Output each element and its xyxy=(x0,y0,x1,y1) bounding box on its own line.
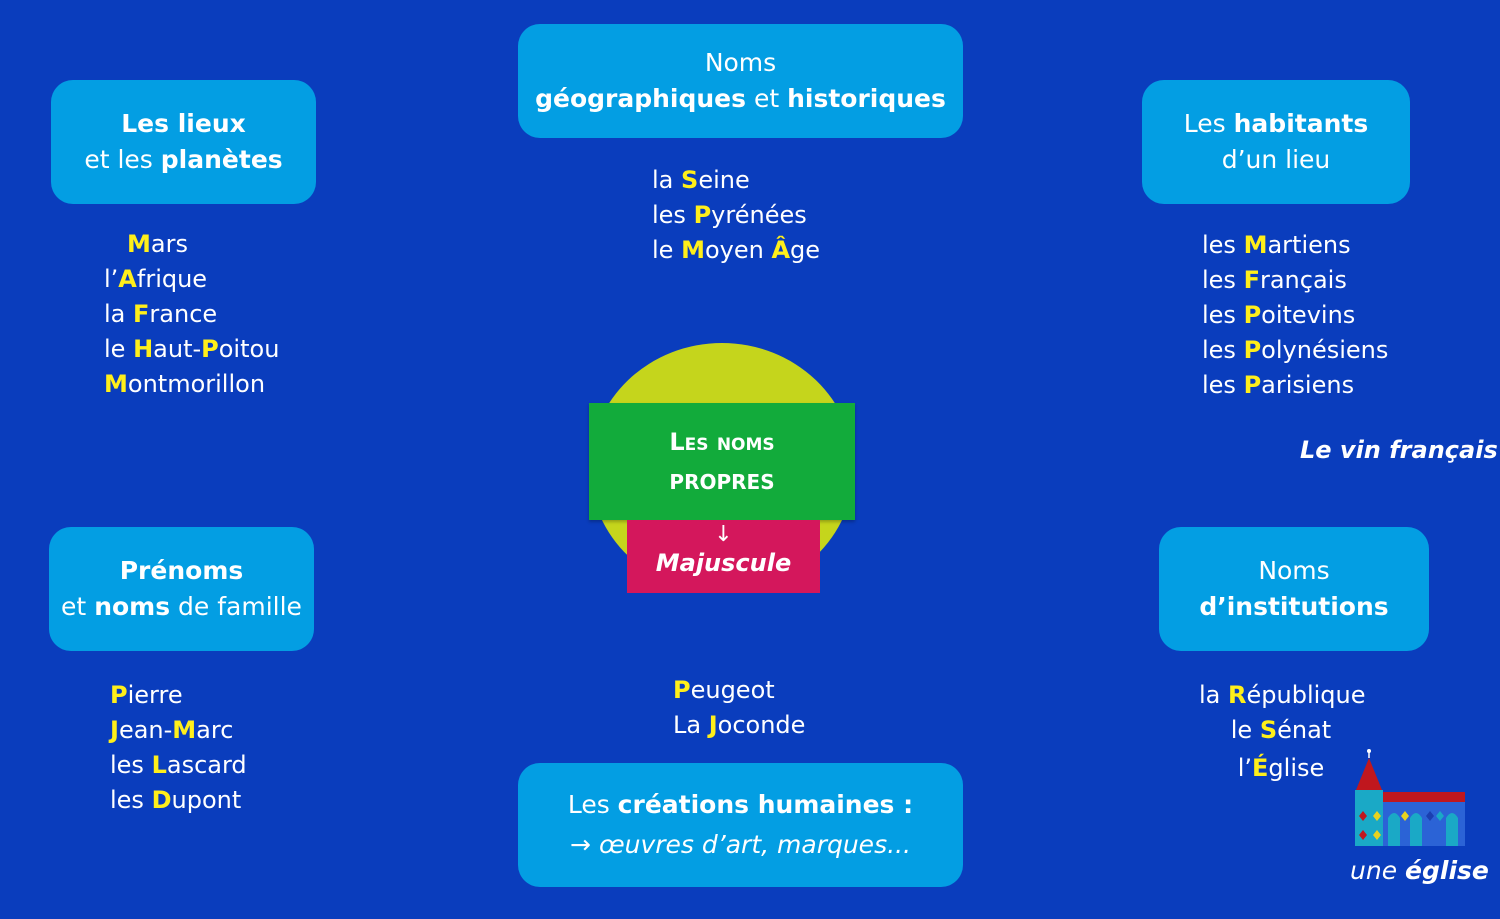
box-institutions-subtitle: d’institutions xyxy=(1199,592,1389,621)
list-item: le Moyen Âge xyxy=(652,236,821,264)
list-item: Peugeot xyxy=(673,676,775,704)
list-item: Pierre xyxy=(110,681,183,709)
list-item: les Martiens xyxy=(1202,231,1351,259)
box-prenoms-subtitle: et noms de famille xyxy=(61,592,302,621)
list-item: l’Afrique xyxy=(104,265,208,293)
box-lieux-subtitle: et les planètes xyxy=(84,145,283,174)
box-creations: Les créations humaines : → œuvres d’art,… xyxy=(518,763,963,887)
list-item: le Sénat xyxy=(1230,716,1332,744)
box-creations-subtitle: → œuvres d’art, marques... xyxy=(570,830,911,859)
center-title-line1: Les noms xyxy=(669,427,775,456)
list-item: les Polynésiens xyxy=(1202,336,1389,364)
down-arrow-icon: ↓ xyxy=(714,522,733,547)
list-lieux: Mars l’Afrique la France le Haut-Poitou … xyxy=(104,227,279,402)
list-item: les Français xyxy=(1202,266,1347,294)
box-geo: Noms géographiques et historiques xyxy=(518,24,963,138)
box-creations-title: Les créations humaines : xyxy=(567,790,914,819)
box-geo-title: Noms xyxy=(704,48,777,77)
list-item: les Parisiens xyxy=(1202,371,1355,399)
list-item: Montmorillon xyxy=(104,370,266,398)
box-institutions: Noms d’institutions xyxy=(1159,527,1429,651)
box-habitants-title: Les habitants xyxy=(1183,109,1369,138)
box-habitants: Les habitants d’un lieu xyxy=(1142,80,1410,204)
list-prenoms: Pierre Jean-Marc les Lascard les Dupont xyxy=(110,678,247,818)
majuscule-label: Majuscule xyxy=(655,549,792,577)
list-item: le Haut-Poitou xyxy=(104,335,280,363)
list-item: l’Église xyxy=(1237,754,1325,782)
box-habitants-subtitle: d’un lieu xyxy=(1221,145,1331,174)
list-item: la France xyxy=(104,300,218,328)
box-lieux: Les lieux et les planètes xyxy=(51,80,316,204)
list-item: les Pyrénées xyxy=(652,201,807,229)
list-item: La Joconde xyxy=(673,711,806,739)
vin-francais-note: Le vin français xyxy=(1300,436,1498,464)
list-item: les Lascard xyxy=(110,751,247,779)
majuscule-box: ↓ Majuscule xyxy=(627,520,820,593)
box-prenoms-title: Prénoms xyxy=(119,556,244,585)
list-item: Mars xyxy=(127,230,188,258)
list-habitants: les Martiens les Français les Poitevins … xyxy=(1202,228,1388,403)
list-item: la Seine xyxy=(652,166,750,194)
box-prenoms: Prénoms et noms de famille xyxy=(49,527,314,651)
list-item: les Dupont xyxy=(110,786,242,814)
list-creations: Peugeot La Joconde xyxy=(673,673,805,743)
center-title-line2: propres xyxy=(669,469,775,494)
list-institutions: la République le Sénat l’Église xyxy=(1199,678,1366,786)
box-lieux-title: Les lieux xyxy=(121,109,246,138)
church-icon xyxy=(1355,749,1465,846)
eglise-caption: une église xyxy=(1350,856,1489,885)
box-geo-subtitle: géographiques et historiques xyxy=(535,84,946,113)
list-item: Jean-Marc xyxy=(110,716,234,744)
center-title-box: Les noms propres xyxy=(589,403,855,520)
list-geo: la Seine les Pyrénées le Moyen Âge xyxy=(652,163,820,268)
list-item: les Poitevins xyxy=(1202,301,1356,329)
box-institutions-title: Noms xyxy=(1258,556,1330,585)
list-item: la République xyxy=(1199,681,1366,709)
